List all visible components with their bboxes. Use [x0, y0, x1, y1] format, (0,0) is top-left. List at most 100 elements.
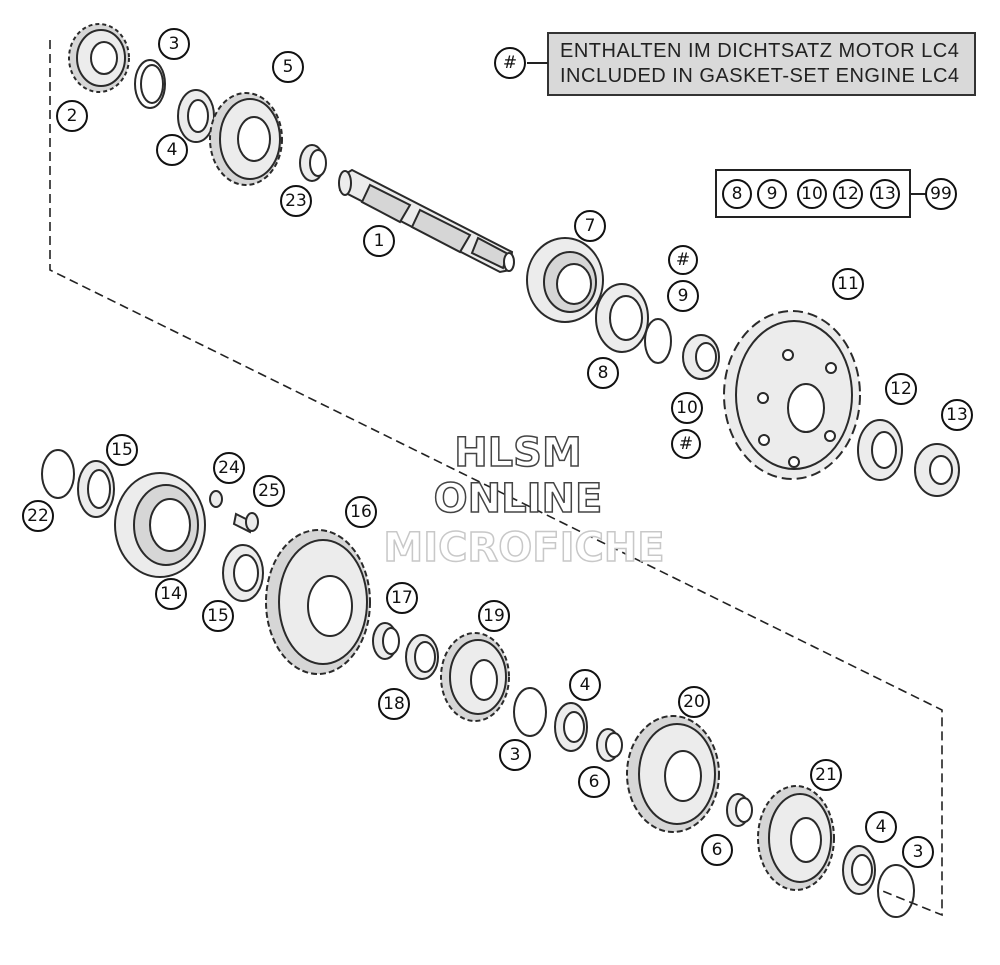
callout-17: 17	[386, 582, 418, 614]
callout-15-b: 15	[202, 600, 234, 632]
callout-18: 18	[378, 688, 410, 720]
callout-4-mid: 4	[569, 669, 601, 701]
callout-10: 10	[671, 392, 703, 424]
svg-text:13: 13	[946, 405, 968, 425]
part-15-shim-b	[222, 544, 264, 602]
kit-member-8: 8	[732, 184, 743, 204]
svg-text:3: 3	[913, 842, 924, 862]
part-1-shaft	[338, 168, 515, 274]
part-4-washer-bottom	[842, 845, 876, 895]
callout-hash-1: #	[668, 245, 698, 275]
svg-text:4: 4	[876, 817, 887, 837]
part-6-bushing-b	[726, 793, 753, 827]
svg-text:15: 15	[207, 606, 229, 626]
svg-text:21: 21	[815, 765, 837, 785]
part-5-gear	[209, 92, 283, 186]
part-12-lockwasher	[857, 419, 903, 481]
assembly-frame-line	[49, 40, 943, 917]
part-9-oring	[644, 318, 672, 364]
part-10-spacer	[682, 334, 720, 380]
callout-9: 9	[667, 280, 699, 312]
svg-text:19: 19	[483, 606, 505, 626]
svg-text:14: 14	[160, 584, 182, 604]
kit-member-10: 10	[801, 184, 823, 204]
callout-16: 16	[345, 496, 377, 528]
callout-7: 7	[574, 210, 606, 242]
callout-3-mid: 3	[499, 739, 531, 771]
svg-text:3: 3	[169, 34, 180, 54]
part-7-bearing	[526, 237, 604, 323]
svg-text:4: 4	[167, 140, 178, 160]
note-symbol: #	[503, 53, 517, 73]
callout-23: 23	[280, 185, 312, 217]
svg-text:10: 10	[676, 398, 698, 418]
callout-3-bottom: 3	[902, 836, 934, 868]
part-3-circlip-mid	[513, 687, 547, 737]
note-line-english: INCLUDED IN GASKET-SET ENGINE LC4	[560, 65, 960, 87]
kit-member-12: 12	[837, 184, 859, 204]
svg-text:18: 18	[383, 694, 405, 714]
note-line-german: ENTHALTEN IM DICHTSATZ MOTOR LC4	[560, 40, 959, 62]
part-16-gear	[265, 529, 371, 675]
callout-3-top: 3	[158, 28, 190, 60]
callout-hash-2: #	[671, 429, 701, 459]
callout-13: 13	[941, 399, 973, 431]
callout-8: 8	[587, 357, 619, 389]
part-8-seal	[595, 283, 649, 353]
part-21-gear	[757, 785, 835, 891]
callout-2: 2	[56, 100, 88, 132]
svg-text:17: 17	[391, 588, 413, 608]
part-11-sprocket	[723, 310, 861, 480]
callout-11: 11	[832, 268, 864, 300]
part-23-bushing	[299, 144, 327, 182]
part-19-gear	[440, 632, 510, 722]
callout-layer: 1 2 3 3 3 4 4 4 5 6 6 7 8 9 10 11 12 13 …	[22, 28, 973, 868]
svg-text:#: #	[676, 250, 690, 270]
watermark-line-2: ONLINE	[434, 476, 603, 522]
watermark: HLSM ONLINE MICROFICHE	[383, 429, 666, 572]
kit-member-9: 9	[767, 184, 778, 204]
svg-text:8: 8	[598, 363, 609, 383]
watermark-line-3: MICROFICHE	[383, 525, 664, 571]
svg-text:7: 7	[585, 216, 596, 236]
kit-result-99: 99	[930, 184, 952, 204]
svg-text:12: 12	[890, 379, 912, 399]
watermark-line-1: HLSM	[454, 430, 582, 476]
svg-text:15: 15	[111, 440, 133, 460]
part-4-washer-top	[177, 89, 215, 143]
callout-25: 25	[253, 475, 285, 507]
part-18-shim	[405, 634, 439, 680]
callout-1: 1	[363, 225, 395, 257]
callout-4-bottom: 4	[865, 811, 897, 843]
callout-19: 19	[478, 600, 510, 632]
part-24-washer	[209, 490, 223, 508]
part-13-nut	[914, 443, 960, 497]
kit-group: 8 9 10 12 13 99	[715, 169, 957, 218]
svg-text:3: 3	[510, 745, 521, 765]
svg-text:6: 6	[589, 772, 600, 792]
svg-text:25: 25	[258, 481, 280, 501]
kit-member-13: 13	[874, 184, 896, 204]
svg-text:4: 4	[580, 675, 591, 695]
svg-text:24: 24	[218, 458, 240, 478]
note-box	[547, 32, 976, 96]
callout-6-b: 6	[701, 834, 733, 866]
part-15-shim-a	[77, 460, 115, 518]
svg-text:22: 22	[27, 506, 49, 526]
callout-20: 20	[678, 686, 710, 718]
callout-21: 21	[810, 759, 842, 791]
svg-text:23: 23	[285, 191, 307, 211]
part-14-bearing	[114, 472, 206, 578]
callout-22: 22	[22, 500, 54, 532]
svg-text:6: 6	[712, 840, 723, 860]
part-25-screw	[232, 512, 259, 534]
svg-text:11: 11	[837, 274, 859, 294]
part-4-washer-mid	[554, 702, 588, 752]
part-6-bushing-a	[596, 728, 623, 762]
part-17-bushing	[372, 622, 400, 660]
callout-6-a: 6	[578, 766, 610, 798]
callout-14: 14	[155, 578, 187, 610]
svg-text:#: #	[679, 434, 693, 454]
svg-text:1: 1	[374, 231, 385, 251]
gasket-set-note: # ENTHALTEN IM DICHTSATZ MOTOR LC4 INCLU…	[494, 32, 976, 96]
